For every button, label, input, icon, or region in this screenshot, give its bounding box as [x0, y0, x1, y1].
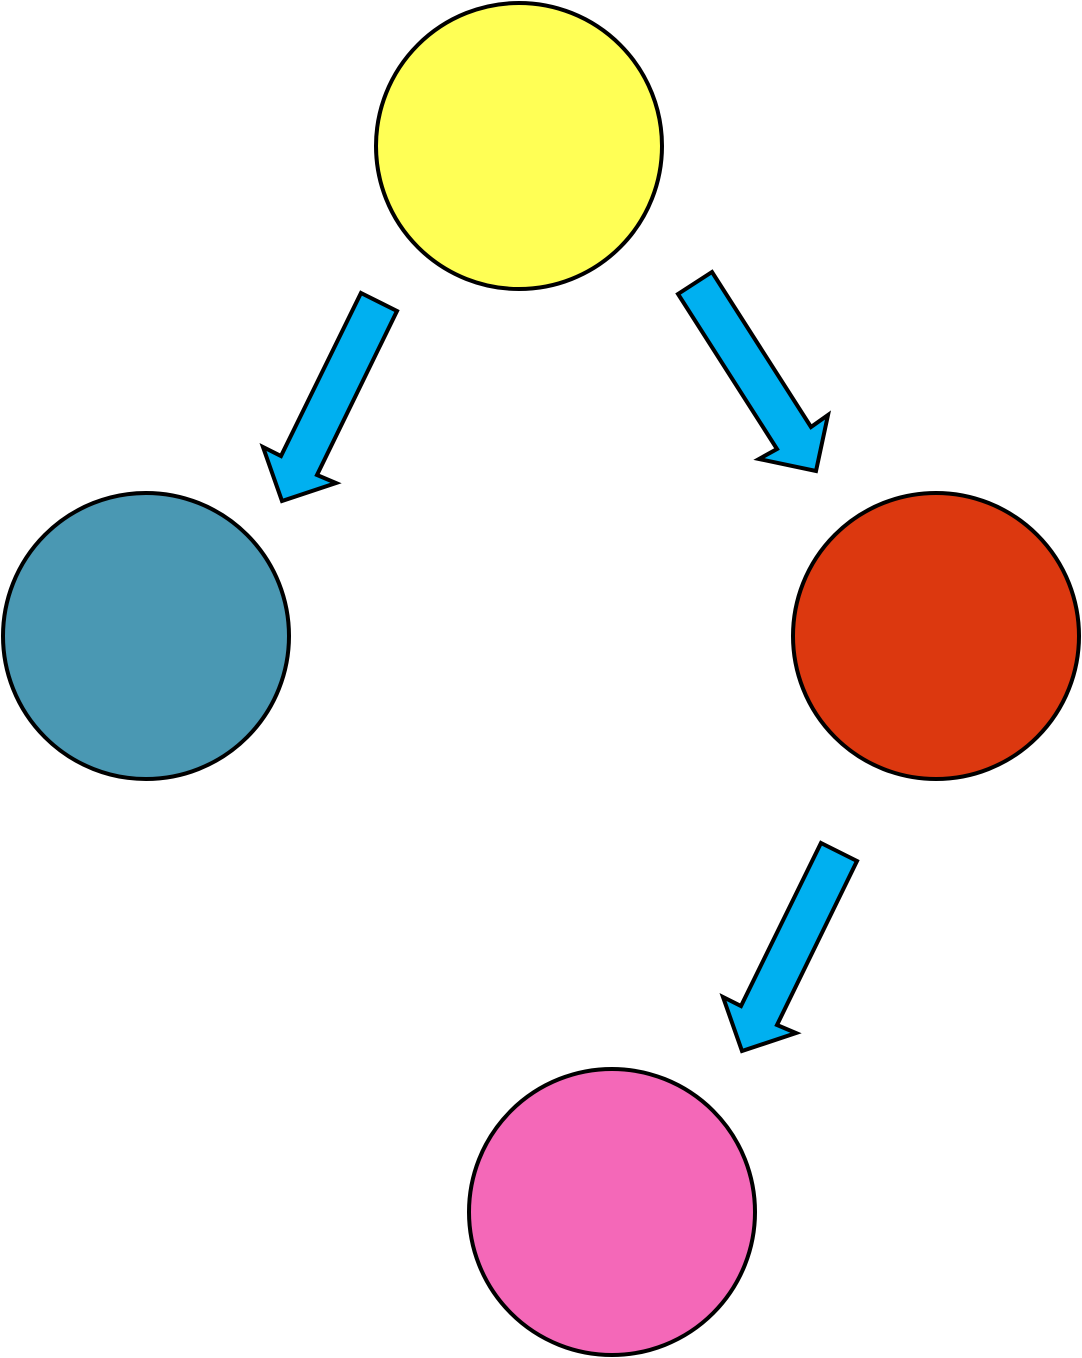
arrow-top-to-right	[675, 269, 832, 474]
node-left-teal	[1, 491, 291, 781]
node-bottom-pink	[467, 1067, 757, 1357]
arrow-top-to-left	[259, 290, 400, 504]
arrow-right-to-bottom	[719, 840, 860, 1054]
node-right-red	[791, 491, 1081, 781]
node-top-yellow	[374, 1, 664, 291]
